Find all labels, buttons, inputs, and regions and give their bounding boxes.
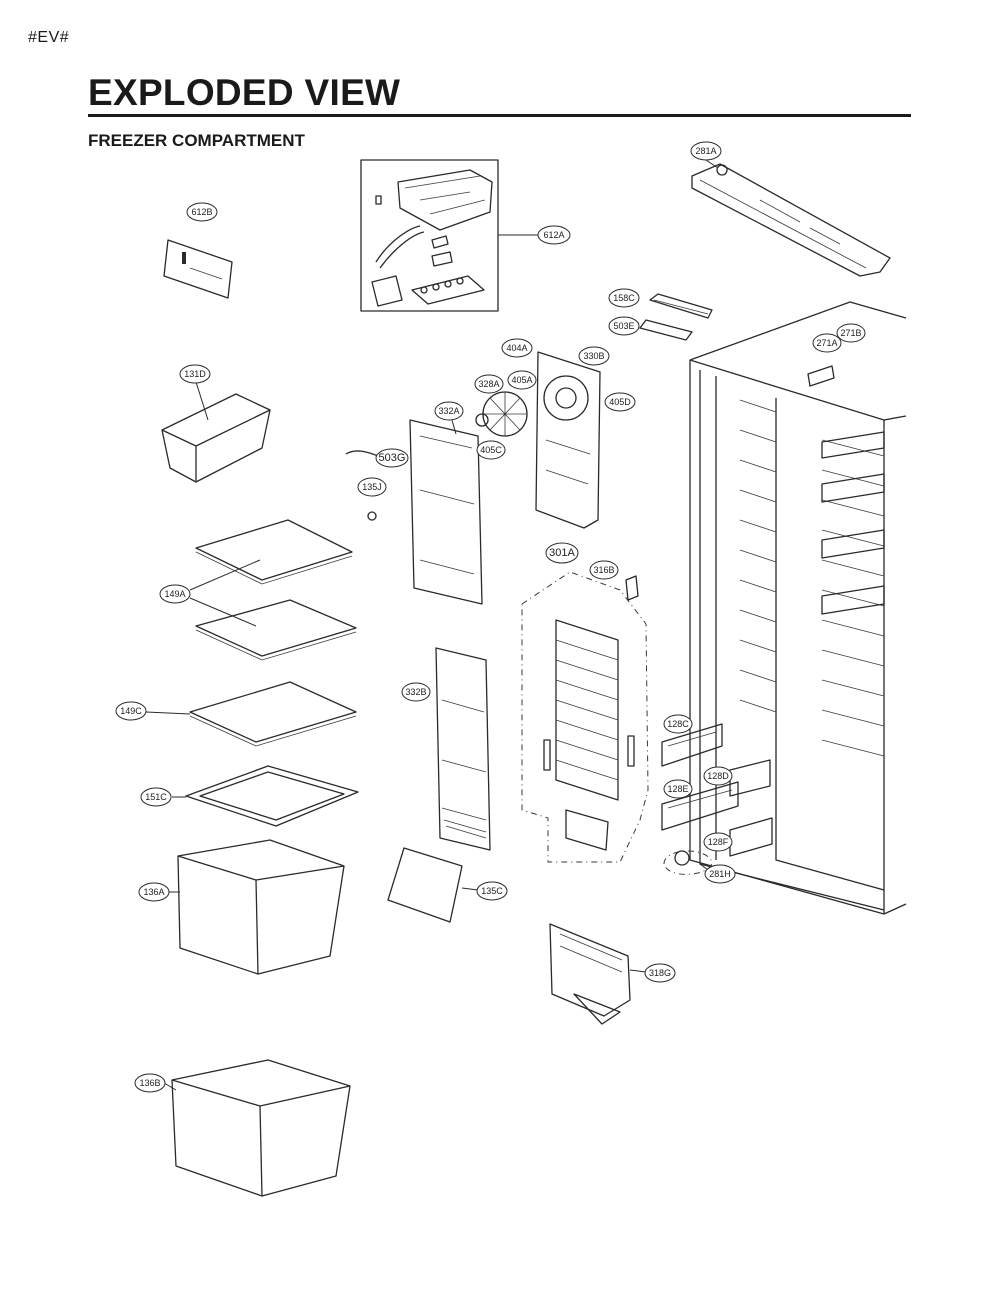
callout-281h: 281H <box>704 864 736 884</box>
part-405c-clip <box>475 413 489 427</box>
part-612a-icemaker-kit <box>360 159 538 312</box>
callout-131d: 131D <box>179 364 211 384</box>
callout-332a-label: 332A <box>438 406 459 416</box>
callout-330b: 330B <box>578 346 610 366</box>
section-title: FREEZER COMPARTMENT <box>88 131 305 150</box>
callout-612a-label: 612A <box>543 230 564 240</box>
callout-135c-label: 135C <box>481 886 503 896</box>
callout-271a: 271A <box>812 333 842 353</box>
part-281a-top-rail <box>691 159 891 277</box>
callout-301a: 301A <box>545 542 579 564</box>
callout-128f: 128F <box>703 832 733 852</box>
callout-332b-label: 332B <box>405 687 426 697</box>
part-149a-shelf-lower <box>189 597 357 661</box>
callout-149a-label: 149A <box>164 589 185 599</box>
part-318g-duct <box>549 923 647 1025</box>
callout-136a: 136A <box>138 882 170 902</box>
callout-136b: 136B <box>134 1073 166 1093</box>
callout-136b-label: 136B <box>139 1078 160 1088</box>
callout-503e-label: 503E <box>613 321 634 331</box>
part-136b-drawer <box>163 1059 351 1197</box>
callout-151c-label: 151C <box>145 792 167 802</box>
part-612b-plate <box>163 239 233 299</box>
callout-149c-label: 149C <box>120 706 142 716</box>
part-151c-frame <box>172 765 359 827</box>
part-158c-rail <box>649 293 713 319</box>
callout-135j-label: 135J <box>362 482 382 492</box>
callout-405d-label: 405D <box>609 397 631 407</box>
callout-328a-label: 328A <box>478 379 499 389</box>
callout-128c-label: 128C <box>667 719 689 729</box>
callout-135j: 135J <box>357 477 387 497</box>
callout-612b: 612B <box>186 202 218 222</box>
part-128c-rail <box>661 723 723 767</box>
callout-158c-label: 158C <box>613 293 635 303</box>
callout-332a: 332A <box>434 401 464 421</box>
callout-128e-label: 128E <box>667 784 688 794</box>
part-281h-cap <box>663 850 713 875</box>
callout-301a-label: 301A <box>549 547 575 559</box>
freezer-cabinet <box>689 301 907 915</box>
callout-405c: 405C <box>476 440 506 460</box>
callout-404a-label: 404A <box>506 343 527 353</box>
callout-136a-label: 136A <box>143 887 164 897</box>
part-128e-rail <box>661 781 739 831</box>
callout-503g: 503G <box>375 448 409 468</box>
callout-149c: 149C <box>115 701 147 721</box>
callout-316b-label: 316B <box>593 565 614 575</box>
callout-149a: 149A <box>159 584 191 604</box>
callout-405a-label: 405A <box>511 375 532 385</box>
callout-271b-label: 271B <box>840 328 861 338</box>
callout-318g-label: 318G <box>649 968 671 978</box>
callout-128d-label: 128D <box>707 771 729 781</box>
callout-332b: 332B <box>401 682 431 702</box>
callout-503g-label: 503G <box>379 452 406 464</box>
callout-318g: 318G <box>644 963 676 983</box>
callout-328a: 328A <box>474 374 504 394</box>
part-135c-cover <box>387 847 479 923</box>
page-title: EXPLODED VIEW <box>88 72 401 113</box>
part-131d-bin <box>161 381 271 483</box>
callout-131d-label: 131D <box>184 369 206 379</box>
part-328a-fan <box>482 391 528 437</box>
part-330b-shroud <box>535 351 601 529</box>
part-301a-evaporator <box>521 571 649 863</box>
callout-330b-label: 330B <box>583 351 604 361</box>
part-128f-rail <box>729 817 773 857</box>
callout-405c-label: 405C <box>480 445 502 455</box>
callout-503e: 503E <box>608 316 640 336</box>
part-332a-panel <box>409 419 483 605</box>
callout-316b: 316B <box>589 560 619 580</box>
callout-612b-label: 612B <box>191 207 212 217</box>
part-149c-shelf <box>145 681 357 747</box>
callout-612a: 612A <box>537 225 571 245</box>
part-149a-shelf-upper <box>189 519 353 591</box>
callout-151c: 151C <box>140 787 172 807</box>
part-503g-wire <box>345 450 379 457</box>
part-332b-panel <box>435 647 491 851</box>
callout-271a-label: 271A <box>816 338 837 348</box>
title-rule <box>88 114 911 117</box>
callout-158c: 158C <box>608 288 640 308</box>
part-271a-bracket <box>807 365 835 387</box>
callout-128c: 128C <box>663 714 693 734</box>
callout-281a-label: 281A <box>695 146 716 156</box>
callout-404a: 404A <box>501 338 533 358</box>
callout-271b: 271B <box>836 323 866 343</box>
part-136a-drawer <box>168 839 345 975</box>
part-503e-pad <box>639 319 693 341</box>
callout-128d: 128D <box>703 766 733 786</box>
callout-128e: 128E <box>663 779 693 799</box>
page-tag: #EV# <box>28 29 70 46</box>
part-135j-cap <box>367 511 377 521</box>
callout-405a: 405A <box>507 370 537 390</box>
part-128d-rail <box>729 759 771 797</box>
callout-128f-label: 128F <box>708 837 729 847</box>
callout-281a: 281A <box>690 141 722 161</box>
part-316b-sensor <box>625 575 639 601</box>
callout-405d: 405D <box>604 392 636 412</box>
callout-135c: 135C <box>476 881 508 901</box>
callout-281h-label: 281H <box>709 869 731 879</box>
